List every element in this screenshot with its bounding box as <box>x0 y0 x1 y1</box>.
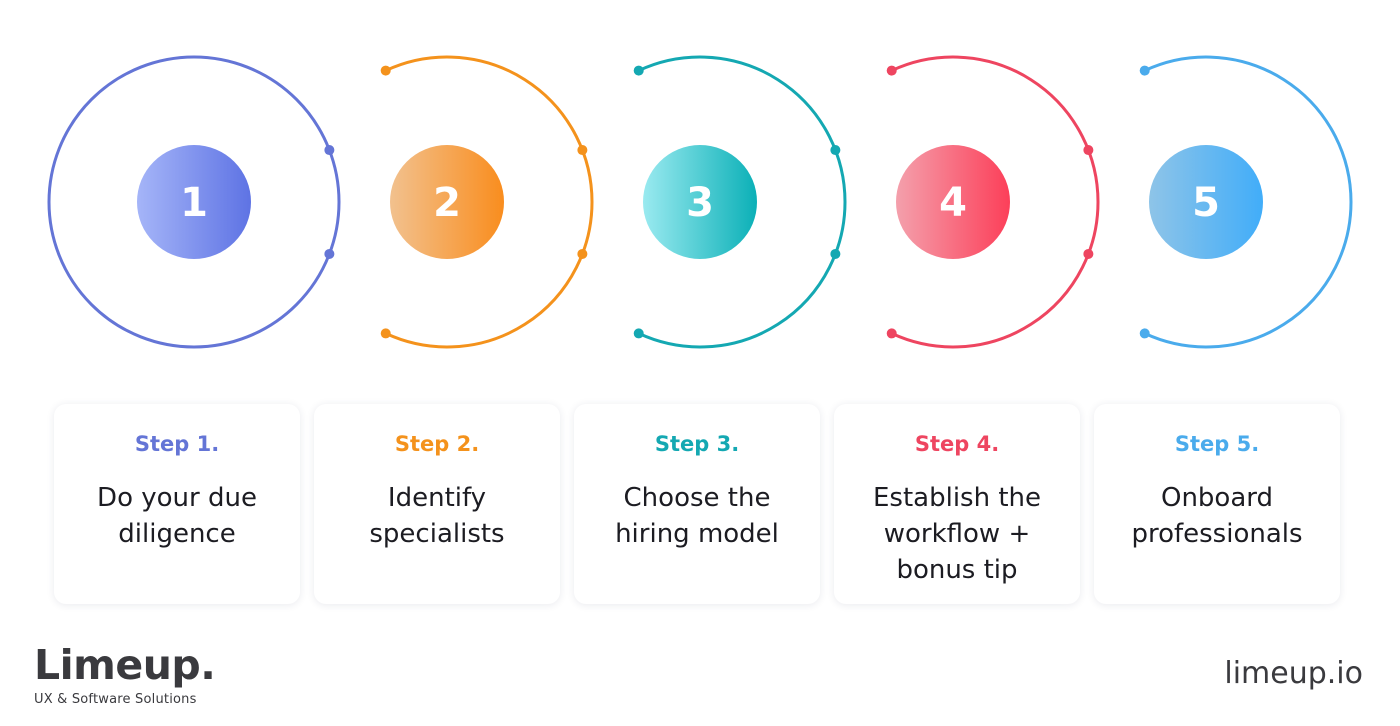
ring-circle <box>47 55 341 349</box>
ring-end-dot <box>1139 328 1150 339</box>
step-description: Onboard professionals <box>1131 483 1303 549</box>
step-number-badge <box>390 145 504 259</box>
step-number: 3 <box>686 180 714 226</box>
step-number-badge <box>896 145 1010 259</box>
ring-end-dot <box>380 65 391 76</box>
ring-end-dot <box>324 248 335 259</box>
step-card-1: Step 1. Do your due diligence <box>54 404 300 604</box>
website-link[interactable]: limeup.io <box>1224 656 1363 691</box>
step-label: Step 2. <box>394 432 480 456</box>
ring-arc <box>1144 55 1353 349</box>
step-label: Step 1. <box>134 432 220 456</box>
step-description: Do your due diligence <box>97 483 257 549</box>
step-ring-3: 3 <box>633 55 847 349</box>
step-label: Step 3. <box>654 432 740 456</box>
ring-end-dot <box>380 328 391 339</box>
step-card-2: Step 2. Identify specialists <box>314 404 560 604</box>
ring-end-dot <box>886 328 897 339</box>
ring-end-dot <box>830 248 841 259</box>
logo-tagline: UX & Software Solutions <box>34 692 197 707</box>
step-ring-1: 1 <box>47 55 341 349</box>
step-number: 5 <box>1192 180 1220 226</box>
step-card-5: Step 5. Onboard professionals <box>1094 404 1340 604</box>
step-card-3: Step 3. Choose the hiring model <box>574 404 820 604</box>
step-label: Step 5. <box>1174 432 1260 456</box>
step-label: Step 4. <box>914 432 1000 456</box>
step-ring-4: 4 <box>886 55 1100 349</box>
steps-rings-diagram: 1 2 3 4 5 <box>47 55 1353 349</box>
step-number-badge <box>137 145 251 259</box>
step-ring-2: 2 <box>380 55 594 349</box>
ring-end-dot <box>830 145 841 156</box>
ring-arc <box>638 55 847 349</box>
step-ring-5: 5 <box>1139 55 1353 349</box>
step-description: Choose the hiring model <box>615 483 779 549</box>
ring-arc <box>891 55 1100 349</box>
ring-end-dot <box>324 145 335 156</box>
ring-arc <box>385 55 594 349</box>
step-description: Establish the workflow + bonus tip <box>872 483 1041 585</box>
ring-end-dot <box>577 248 588 259</box>
ring-end-dot <box>1083 145 1094 156</box>
step-number: 1 <box>180 180 208 226</box>
ring-end-dot <box>1139 65 1150 76</box>
ring-end-dot <box>577 145 588 156</box>
step-number-badge <box>1149 145 1263 259</box>
ring-end-dot <box>633 65 644 76</box>
step-number: 4 <box>939 180 967 226</box>
ring-end-dot <box>886 65 897 76</box>
step-number: 2 <box>433 180 461 226</box>
step-card-4: Step 4. Establish the workflow + bonus ti… <box>834 404 1080 604</box>
ring-end-dot <box>633 328 644 339</box>
step-number-badge <box>643 145 757 259</box>
ring-end-dot <box>1083 248 1094 259</box>
limeup-logo[interactable]: Limeup. <box>34 641 216 689</box>
step-description: Identify specialists <box>369 483 505 549</box>
